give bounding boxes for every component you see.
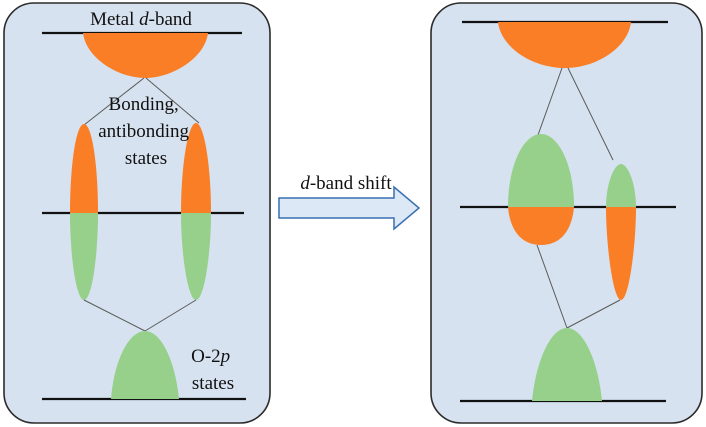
right-state-b-lower-orange: [606, 207, 636, 300]
bonding-antibonding-label: Bonding, antibonding states: [98, 94, 194, 169]
right-metal-d-band-shape: [498, 22, 631, 68]
left-state-a-antibonding-upper: [70, 124, 98, 213]
right-connector-dband-to-state-b: [567, 67, 614, 161]
left-connector-dband-to-left-state: [83, 77, 145, 126]
right-o2p-band-shape: [532, 328, 602, 401]
right-connector-state-a-to-o2p: [536, 244, 568, 329]
right-connector-state-b-to-o2p: [566, 299, 621, 329]
left-metal-d-band-shape: [83, 33, 208, 78]
o2p-states-label: O-2p states: [191, 346, 235, 394]
left-connector-state-b-to-o2p: [144, 299, 197, 332]
left-connector-state-a-to-o2p: [83, 299, 146, 332]
right-state-a-upper-green: [508, 134, 574, 207]
right-state-a-lower-orange: [508, 207, 574, 245]
left-o2p-band-shape: [111, 331, 179, 399]
right-state-b-upper-green: [606, 164, 636, 207]
right-connector-dband-to-state-a: [537, 67, 563, 136]
left-panel: Metal d-band Bonding, antibonding states…: [3, 2, 271, 424]
left-state-a-bonding-lower: [70, 213, 98, 300]
left-state-b-antibonding-upper: [181, 123, 211, 213]
left-connector-dband-to-right-state: [145, 77, 200, 124]
left-state-b-bonding-lower: [181, 213, 211, 300]
metal-d-band-label: Metal d-band: [90, 9, 192, 30]
dband-shift-arrow: [278, 185, 421, 231]
right-panel: [430, 2, 703, 424]
dband-shift-arrow-group: d-band shift: [278, 173, 421, 231]
dband-shift-label: d-band shift: [300, 173, 392, 194]
